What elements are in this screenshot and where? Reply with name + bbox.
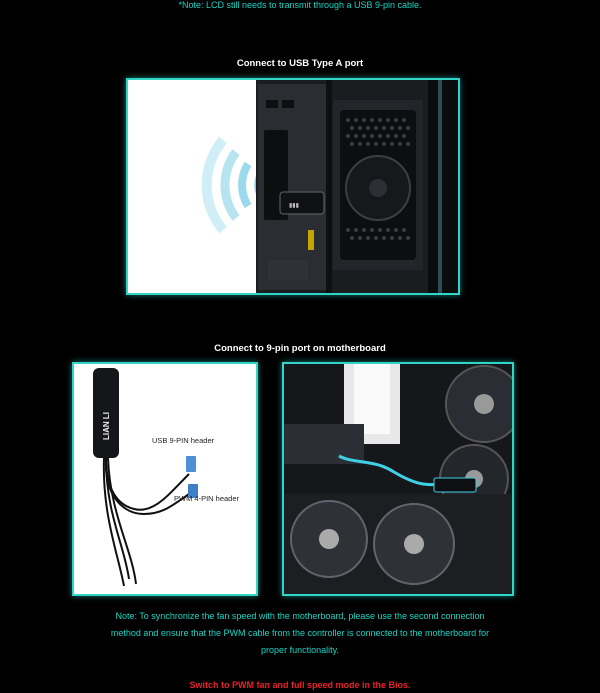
section2-heading: Connect to 9-pin port on motherboard [214, 343, 386, 354]
pwm-4pin-label: PWM 4-PIN header [174, 494, 240, 503]
sync-note-line-1: Note: To synchronize the fan speed with … [115, 611, 485, 621]
controller-cable-illustration: LIAN LI [93, 368, 198, 587]
motherboard-installation-illustration [284, 364, 512, 594]
usb-9pin-label: USB 9-PIN header [152, 436, 215, 445]
top-note: *Note: LCD still needs to transmit throu… [178, 0, 422, 10]
bios-warning: Switch to PWM fan and full speed mode in… [189, 680, 411, 690]
wireless-signal-icon [201, 136, 264, 234]
usb-9pin-connector-icon [186, 456, 196, 472]
sync-note: Note: To synchronize the fan speed with … [40, 608, 560, 659]
controller-cable-image: LIAN LI USB 9-PIN header PWM 4-PIN heade… [72, 362, 258, 596]
usb-dongle-icon [279, 191, 325, 215]
controller-logo: LIAN LI [102, 412, 111, 440]
section1-heading: Connect to USB Type A port [236, 58, 364, 69]
usb-type-a-image: ▮▮▮ [126, 78, 460, 295]
svg-text:▮▮▮: ▮▮▮ [289, 203, 299, 209]
controller-device-icon [433, 477, 477, 493]
pwm-4pin-connector-icon [188, 484, 198, 498]
pc-case-rear-illustration: ▮▮▮ [201, 80, 458, 293]
controller-device-icon [93, 368, 119, 458]
sync-note-line-3: proper functionality. [261, 645, 339, 655]
sync-note-line-2: method and ensure that the PWM cable fro… [110, 628, 490, 638]
installed-system-image [282, 362, 514, 596]
